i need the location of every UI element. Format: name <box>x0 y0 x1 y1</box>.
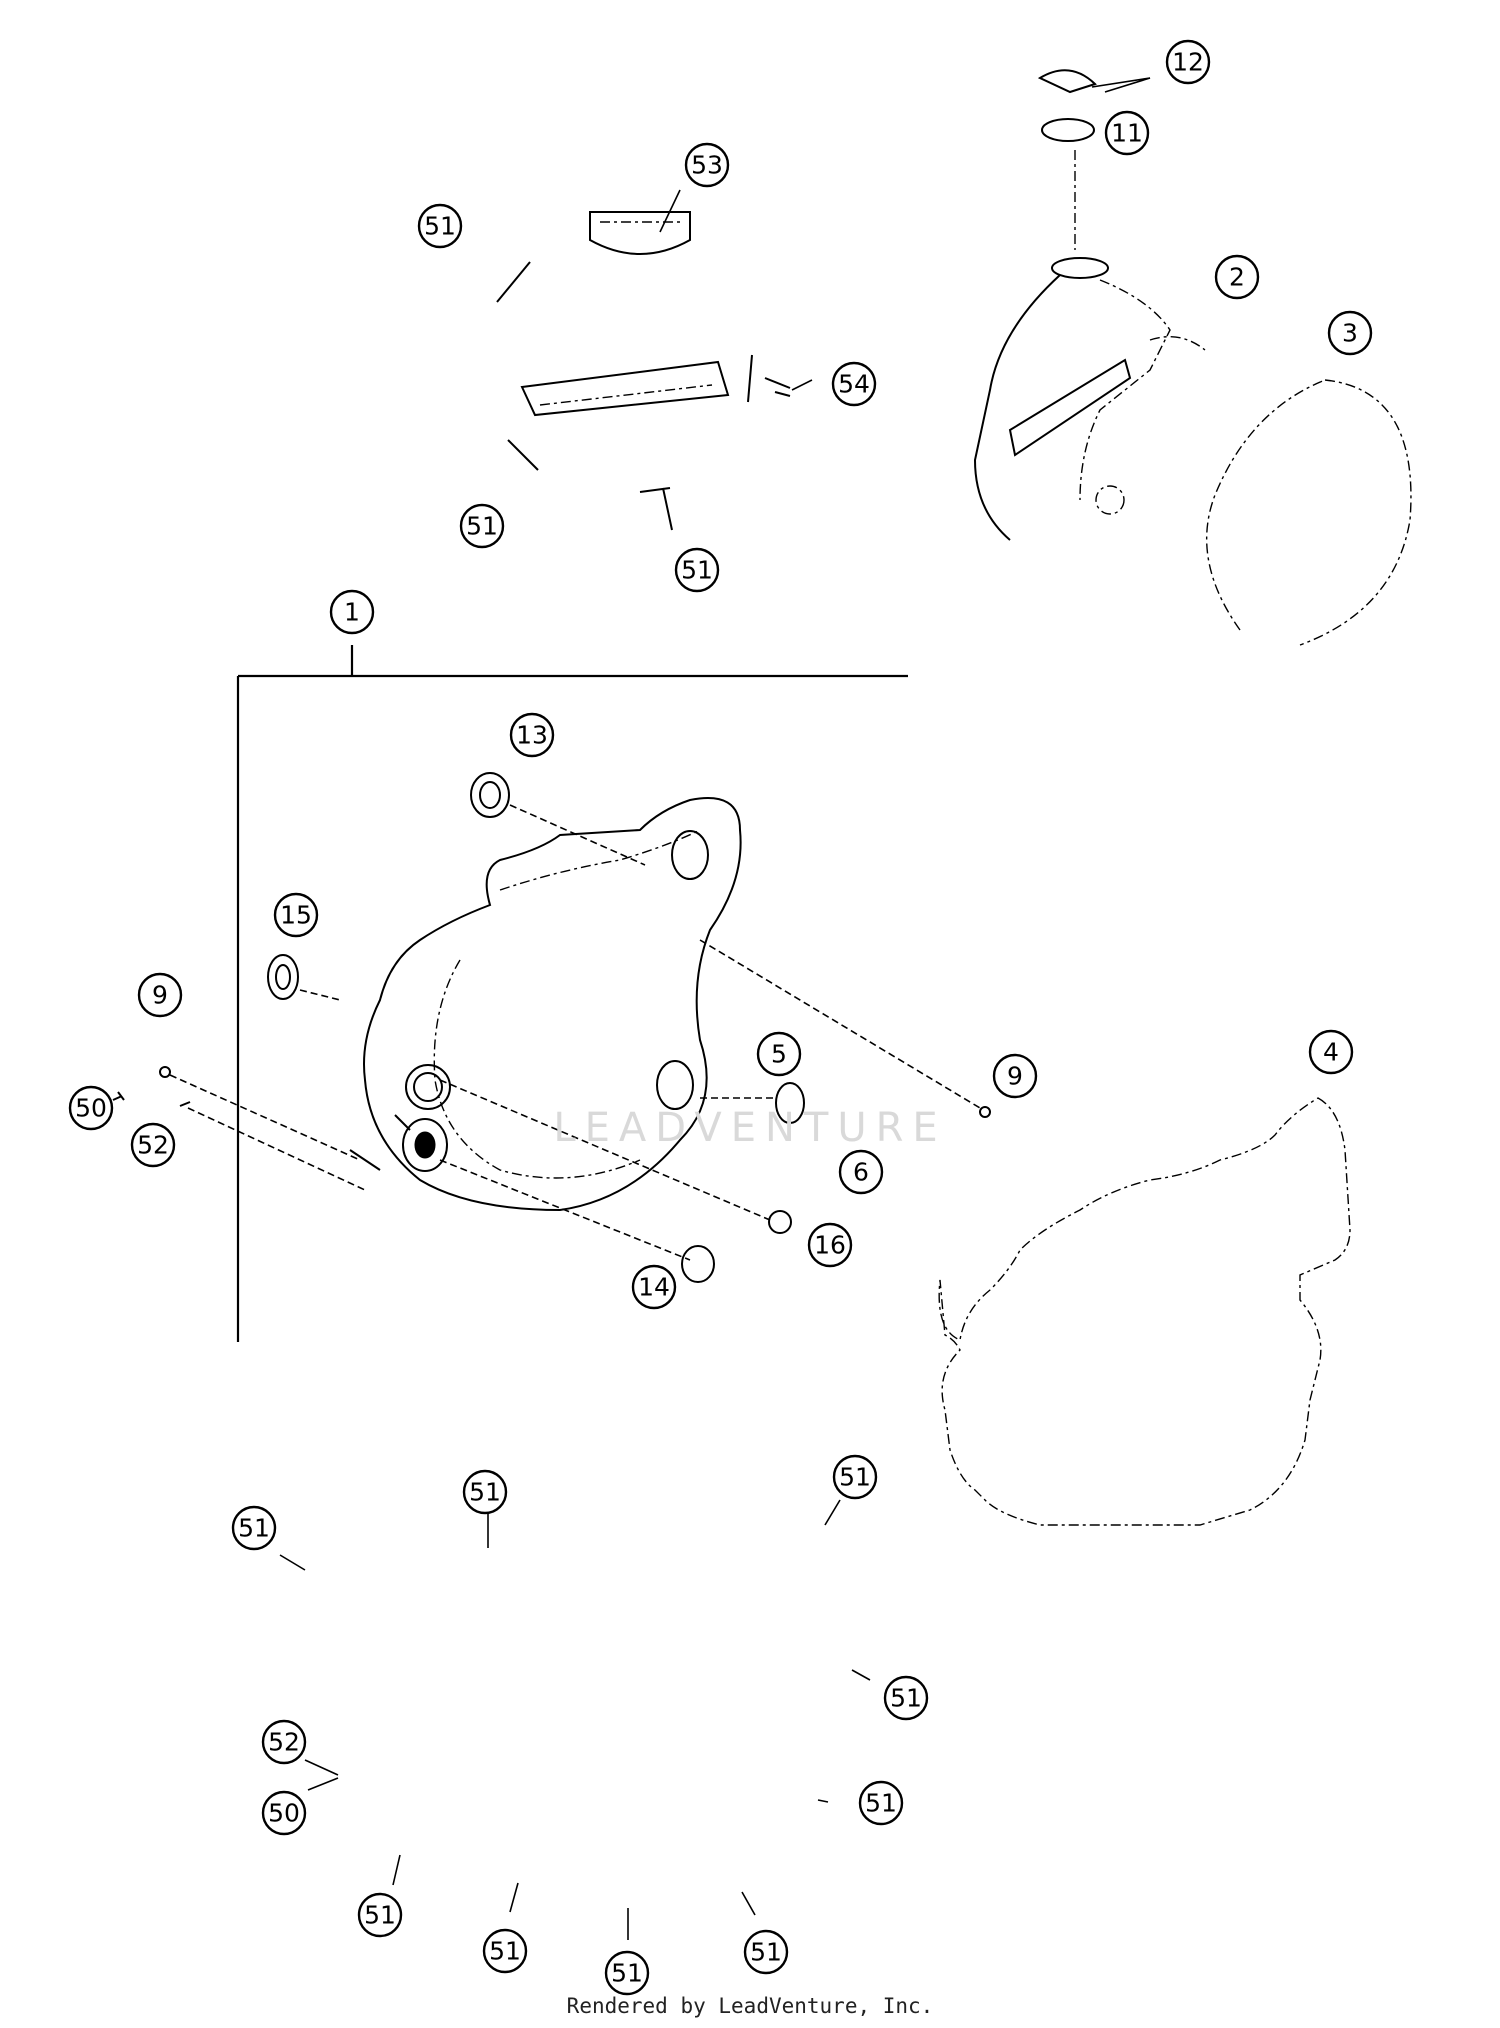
callout-15: 15 <box>273 892 319 938</box>
callout-51-h: 51 <box>858 1780 904 1826</box>
svg-text:52: 52 <box>268 1728 300 1757</box>
svg-text:13: 13 <box>516 721 548 750</box>
callout-53: 53 <box>684 142 730 188</box>
bottom-screws <box>279 1499 871 1940</box>
svg-text:51: 51 <box>364 1901 396 1930</box>
callout-51-c: 51 <box>674 547 720 593</box>
svg-text:51: 51 <box>839 1463 871 1492</box>
svg-text:51: 51 <box>865 1789 897 1818</box>
callout-50-b: 50 <box>261 1790 307 1836</box>
callout-51-l: 51 <box>604 1950 650 1996</box>
callout-12: 12 <box>1165 39 1211 85</box>
callout-6: 6 <box>838 1149 884 1195</box>
svg-text:51: 51 <box>424 212 456 241</box>
callout-51-f: 51 <box>231 1505 277 1551</box>
svg-text:51: 51 <box>890 1684 922 1713</box>
callout-54: 54 <box>831 361 877 407</box>
callout-51-g: 51 <box>883 1675 929 1721</box>
svg-text:9: 9 <box>1007 1062 1023 1091</box>
callout-51-i: 51 <box>357 1892 403 1938</box>
svg-text:14: 14 <box>638 1273 670 1302</box>
callout-13: 13 <box>509 712 555 758</box>
callout-51-b: 51 <box>459 503 505 549</box>
svg-text:50: 50 <box>268 1799 300 1828</box>
svg-text:51: 51 <box>489 1937 521 1966</box>
callout-5: 5 <box>756 1031 802 1077</box>
callout-52-b: 52 <box>261 1719 307 1765</box>
callout-9-b: 9 <box>992 1053 1038 1099</box>
svg-text:12: 12 <box>1172 48 1204 77</box>
seals-and-orings <box>112 772 991 1283</box>
svg-text:51: 51 <box>469 1478 501 1507</box>
callout-9-a: 9 <box>137 972 183 1018</box>
callout-14: 14 <box>631 1264 677 1310</box>
callout-51-k: 51 <box>743 1929 789 1975</box>
assembly-leaders <box>169 804 981 1261</box>
svg-text:2: 2 <box>1229 263 1245 292</box>
svg-text:52: 52 <box>137 1131 169 1160</box>
cover-gasket-ring <box>1206 379 1412 646</box>
watermark: LEADVENTURE <box>553 1105 947 1151</box>
svg-text:51: 51 <box>466 512 498 541</box>
svg-text:4: 4 <box>1323 1038 1339 1067</box>
callout-16: 16 <box>807 1222 853 1268</box>
svg-text:51: 51 <box>681 556 713 585</box>
callout-51-e: 51 <box>462 1469 508 1515</box>
callout-52-a: 52 <box>130 1122 176 1168</box>
svg-text:11: 11 <box>1111 119 1143 148</box>
callout-3: 3 <box>1327 310 1373 356</box>
svg-text:53: 53 <box>691 151 723 180</box>
oil-filter-cover-group <box>496 211 791 531</box>
svg-text:6: 6 <box>853 1158 869 1187</box>
svg-text:5: 5 <box>771 1040 787 1069</box>
callout-51-a: 51 <box>417 203 463 249</box>
callout-1: 1 <box>329 589 375 635</box>
callout-50-a: 50 <box>68 1085 114 1131</box>
svg-text:16: 16 <box>814 1231 846 1260</box>
svg-text:3: 3 <box>1342 319 1358 348</box>
svg-text:51: 51 <box>750 1938 782 1967</box>
clutch-cover-outer <box>973 69 1206 541</box>
callout-11: 11 <box>1104 110 1150 156</box>
footer-credit: Rendered by LeadVenture, Inc. <box>566 1994 934 2018</box>
cover-gasket <box>938 1097 1351 1526</box>
callout-51-d: 51 <box>832 1454 878 1500</box>
callout-2: 2 <box>1214 254 1260 300</box>
svg-text:1: 1 <box>344 598 360 627</box>
svg-text:54: 54 <box>838 370 870 399</box>
svg-text:50: 50 <box>75 1094 107 1123</box>
svg-text:15: 15 <box>280 901 312 930</box>
assembly-bracket <box>236 645 908 1342</box>
svg-text:51: 51 <box>611 1959 643 1988</box>
svg-text:9: 9 <box>152 981 168 1010</box>
svg-text:51: 51 <box>238 1514 270 1543</box>
top-leaders <box>659 77 1151 391</box>
callout-51-j: 51 <box>482 1928 528 1974</box>
clutch-cover-inner <box>349 797 742 1212</box>
callout-4: 4 <box>1308 1029 1354 1075</box>
